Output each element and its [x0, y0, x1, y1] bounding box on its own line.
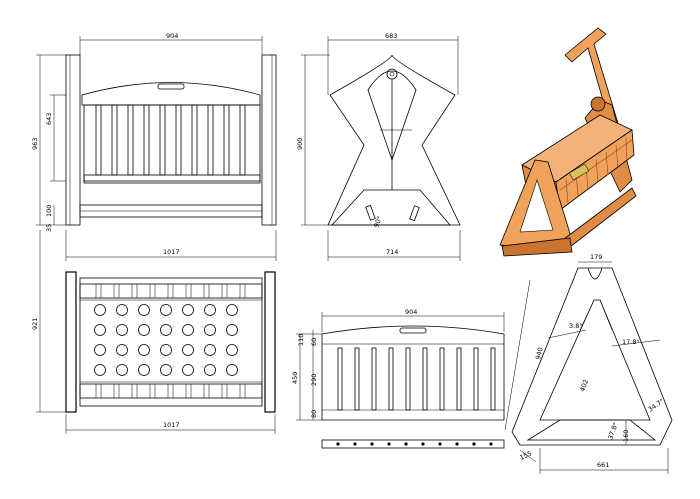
- leg-foot-label: 155: [518, 449, 533, 462]
- top-view: 921 1017: [31, 230, 276, 434]
- leg-angle-c-label: 34.7°: [647, 397, 666, 414]
- end-top-width-label: 683: [385, 32, 397, 40]
- leg-inner-height-label: 160: [622, 430, 630, 442]
- front-base-label: 100: [45, 205, 53, 217]
- leg-angle-d-label: 37.8°: [606, 421, 620, 440]
- side-overall-label: 450: [291, 372, 299, 384]
- front-overall-width-label: 1017: [163, 248, 180, 256]
- side-mid-label: 290: [310, 374, 318, 386]
- side-upper-label: 60: [310, 338, 318, 346]
- side-width-label: 904: [405, 308, 417, 316]
- side-lower-label: 80: [310, 410, 318, 418]
- front-legs-label: 35: [45, 224, 53, 232]
- top-view-slats: [95, 284, 246, 398]
- mattress-holes: [94, 304, 238, 376]
- leg-inner-length-label: 402: [578, 378, 590, 392]
- leg-bottom-width-label: 661: [597, 461, 609, 469]
- front-view: 904 963: [31, 32, 277, 261]
- front-overall-height-label: 963: [31, 138, 39, 150]
- side-panel-view: 904 450 110 60 290 80: [291, 308, 505, 449]
- side-panel-slats: [337, 347, 496, 411]
- front-side-height-label: 643: [45, 113, 53, 125]
- end-angle-label: 90°: [372, 215, 383, 229]
- front-slats: [95, 104, 246, 176]
- front-width-label: 904: [166, 32, 178, 40]
- end-view: 683 90° 900 714: [296, 32, 461, 261]
- top-overall-width-label: 1017: [163, 421, 180, 429]
- leg-height-label: 940: [534, 347, 544, 361]
- rail-holes: [336, 442, 493, 446]
- cradle-3d-render: [499, 27, 637, 257]
- side-top-label: 110: [297, 334, 305, 346]
- leg-detail-view: 179 940 3.8° 17.8° 402 34.7° 37.8° 160 1…: [504, 253, 673, 474]
- top-depth-label: 921: [31, 318, 39, 330]
- end-height-label: 900: [296, 138, 304, 150]
- end-bottom-width-label: 714: [386, 248, 398, 256]
- leg-angle-a-label: 3.8°: [569, 322, 583, 330]
- leg-angle-b-label: 17.8°: [622, 338, 640, 346]
- leg-top-width-label: 179: [590, 253, 602, 261]
